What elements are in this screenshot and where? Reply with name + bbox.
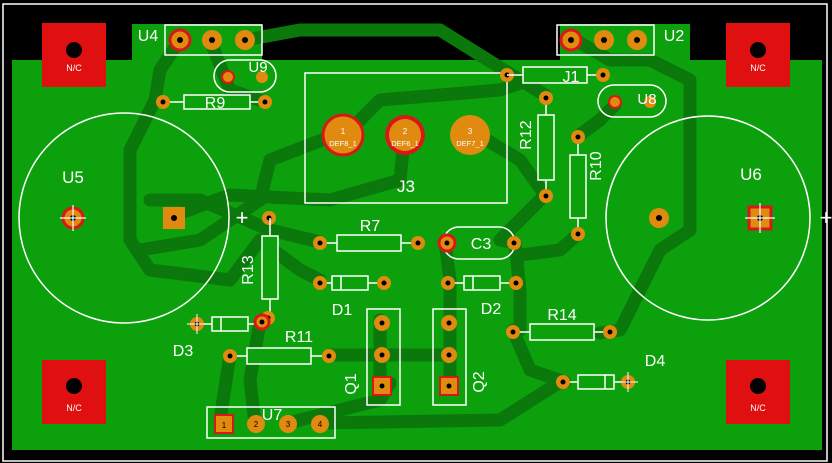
svg-text:1: 1: [341, 127, 346, 136]
svg-text:1: 1: [222, 421, 227, 430]
r14-label: R14: [547, 307, 576, 324]
r11-label: R11: [285, 329, 313, 346]
d4-diode[interactable]: D4: [556, 353, 665, 392]
r7-resistor[interactable]: R7: [313, 218, 425, 252]
u4-label: U4: [138, 28, 159, 45]
r13-label: R13: [240, 255, 257, 284]
svg-text:2: 2: [403, 127, 408, 136]
d2-diode[interactable]: D2: [441, 275, 523, 318]
r12-resistor[interactable]: R12: [518, 91, 555, 203]
r9-resistor[interactable]: R9: [156, 94, 272, 112]
svg-text:4: 4: [318, 420, 323, 429]
u7-label: U7: [262, 407, 283, 424]
u5-capacitor[interactable]: U5 +: [18, 112, 249, 324]
u6-capacitor[interactable]: U6 +: [605, 115, 832, 321]
svg-text:N/C: N/C: [66, 63, 82, 73]
mounting-hole-bottom-right: N/C: [726, 360, 790, 424]
d1-label: D1: [332, 302, 353, 319]
d1-diode[interactable]: D1: [313, 275, 391, 319]
c3-capacitor[interactable]: C3: [437, 226, 521, 260]
svg-text:N/C: N/C: [750, 403, 766, 413]
u6-label: U6: [740, 165, 762, 184]
u8-component[interactable]: U8: [597, 84, 667, 118]
r10-label: R10: [588, 151, 605, 180]
r11-resistor[interactable]: R11: [223, 329, 336, 365]
svg-text:3: 3: [468, 127, 473, 136]
u2-header[interactable]: U2: [556, 24, 685, 56]
u7-header[interactable]: 1 2 3 4 U7: [206, 406, 336, 439]
u5-label: U5: [62, 168, 84, 187]
u5-plus: +: [236, 205, 249, 230]
u6-plus: +: [820, 205, 832, 230]
r12-label: R12: [518, 120, 535, 149]
svg-text:3: 3: [286, 420, 291, 429]
r7-label: R7: [360, 218, 381, 235]
j3-label: J3: [397, 177, 415, 196]
mounting-hole-top-right: N/C: [726, 23, 790, 87]
j3-connector[interactable]: 1 DEF8_1 2 DEF6_1 3 DEF7_1 J3: [304, 72, 508, 204]
u9-component[interactable]: U9: [213, 59, 277, 93]
q2-transistor[interactable]: Q2: [432, 308, 488, 406]
svg-text:DEF6_1: DEF6_1: [391, 139, 419, 148]
board-outline: [2, 3, 828, 462]
svg-text:N/C: N/C: [66, 403, 82, 413]
d3-diode[interactable]: D3: [173, 313, 271, 360]
r14-resistor[interactable]: R14: [506, 307, 617, 341]
q2-label: Q2: [471, 371, 488, 392]
d3-label: D3: [173, 343, 194, 360]
q1-label: Q1: [343, 373, 360, 394]
svg-text:N/C: N/C: [750, 63, 766, 73]
mounting-hole-bottom-left: N/C: [42, 360, 106, 424]
svg-text:2: 2: [254, 420, 259, 429]
q1-transistor[interactable]: Q1: [343, 308, 401, 406]
d2-label: D2: [481, 301, 502, 318]
d4-label: D4: [645, 353, 666, 370]
j1-label: J1: [563, 69, 580, 86]
r10-resistor[interactable]: R10: [569, 130, 605, 241]
r9-label: R9: [205, 95, 226, 112]
u4-header[interactable]: U4: [138, 24, 263, 56]
c3-label: C3: [471, 236, 492, 253]
svg-text:DEF7_1: DEF7_1: [456, 139, 484, 148]
u9-label: U9: [248, 59, 267, 76]
j1-jumper[interactable]: J1: [507, 66, 610, 86]
u8-label: U8: [637, 91, 656, 108]
mounting-hole-top-left: N/C: [42, 23, 106, 87]
u2-label: U2: [664, 28, 685, 45]
svg-text:DEF8_1: DEF8_1: [329, 139, 357, 148]
